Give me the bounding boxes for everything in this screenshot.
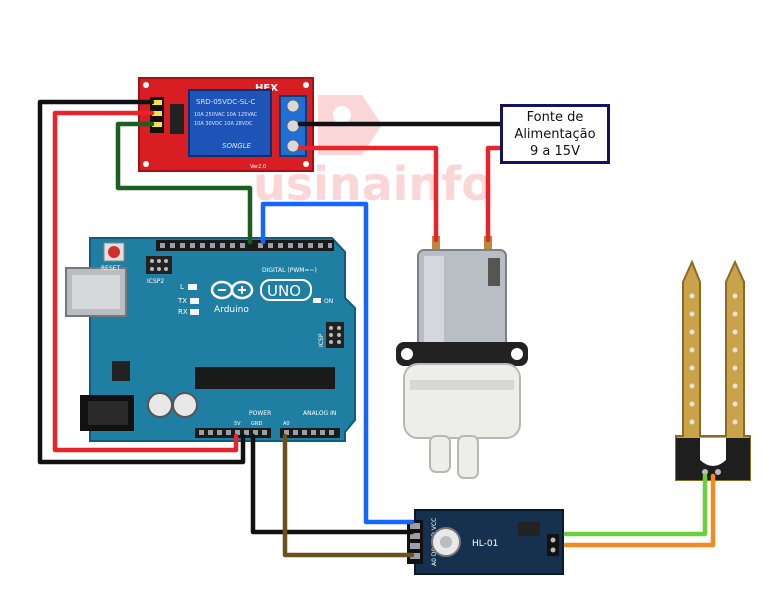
pump-head — [403, 363, 521, 439]
watermark-logo-head — [333, 106, 351, 124]
screw-3 — [286, 139, 300, 153]
led-tx-label: TX — [177, 297, 187, 305]
wire-red-relay-pump — [297, 145, 439, 243]
pump-flange-hole-1 — [401, 348, 413, 360]
power-label: POWER — [249, 410, 271, 417]
icsp2-label: ICSP2 — [147, 278, 164, 285]
led-l-label: L — [180, 283, 184, 291]
arduino-logo — [210, 280, 254, 300]
relay-cube — [188, 89, 272, 157]
water-pump — [396, 236, 528, 479]
sensor-pot-knob — [440, 536, 452, 548]
probe-pin-1 — [702, 469, 708, 475]
wire-green-relay-signal — [115, 121, 253, 245]
arduino-pcb — [89, 237, 356, 442]
arduino-uno-board: RESET ICSP2 DIGITAL (PWM=~) L TX RX — [65, 237, 356, 442]
reset-label: RESET — [101, 265, 121, 272]
sensor-out-pin-1 — [550, 537, 556, 543]
power-header-pins — [199, 430, 267, 435]
relay-hole-2 — [303, 82, 309, 88]
relay-rating-1: 10A 250VAC 10A 125VAC — [194, 112, 258, 118]
capacitor-1 — [147, 392, 173, 418]
analog-header — [280, 428, 340, 438]
sensor-label: HL-01 — [472, 539, 498, 549]
relay-maker: SONGLE — [222, 142, 252, 150]
pin-gnd-label: GND — [251, 421, 263, 427]
probe-pcb — [675, 259, 751, 481]
relay-brand: HEX — [255, 83, 278, 94]
relay-module: HEX SRD-05VDC-SL-C 10A 250VAC 10A 125VAC… — [138, 77, 314, 172]
soil-moisture-probe — [675, 259, 751, 481]
atmega-chip — [195, 367, 335, 389]
sensor-output-header — [547, 534, 559, 556]
icsp-label: ICSP — [318, 333, 325, 347]
led-rx — [190, 309, 199, 315]
relay-version: Ver2.0 — [250, 164, 266, 170]
probe-pin-2 — [715, 469, 721, 475]
power-jack-inner — [88, 401, 128, 425]
on-label: ON — [324, 298, 333, 305]
digital-label: DIGITAL (PWM=~) — [262, 267, 317, 274]
analog-label: ANALOG IN — [303, 410, 336, 417]
digital-header-pins — [160, 243, 332, 248]
relay-optocoupler — [170, 104, 184, 134]
pin-a0-label: A0 — [283, 421, 290, 427]
uno-badge — [260, 279, 312, 301]
wire-blue-sensor-vcc — [260, 201, 415, 525]
usb-connector-inner — [72, 275, 120, 309]
pump-terminal-right — [484, 236, 492, 256]
relay-hole-4 — [303, 161, 309, 167]
relay-model-text: SRD-05VDC-SL-C — [196, 98, 255, 106]
pump-flange-hole-2 — [511, 348, 523, 360]
pump-terminal-left — [432, 236, 440, 256]
reset-button-cap — [108, 246, 120, 258]
icsp-header — [326, 322, 344, 348]
led-l — [188, 284, 197, 290]
wire-orange-probe — [563, 473, 716, 548]
pump-outlet-left — [429, 435, 451, 473]
wire-brown-sensor-a0 — [282, 433, 415, 558]
screw-1 — [286, 99, 300, 113]
wire-red-relay-5v — [52, 110, 239, 453]
hl01-sensor-module: A0 D0 GND VCC HL-01 — [407, 509, 564, 575]
uno-label: UNO — [267, 282, 301, 300]
screw-2 — [286, 119, 300, 133]
sensor-comparator-chip — [518, 522, 540, 536]
power-header — [195, 428, 271, 438]
on-led — [313, 298, 321, 303]
relay-rating-2: 10A 30VDC 10A 28VDC — [194, 121, 253, 127]
arduino-logo-text: Arduino — [214, 305, 249, 315]
analog-header-pins — [284, 430, 334, 435]
pump-head-ridge — [410, 380, 514, 390]
sensor-header-pins — [410, 523, 420, 559]
relay-hole-3 — [143, 161, 149, 167]
wire-red-psu-pump — [485, 145, 506, 243]
pump-outlet-right — [457, 435, 479, 479]
power-supply-box: Fonte de Alimentação 9 a 15V — [500, 104, 610, 164]
power-supply-line-1: Fonte de — [526, 109, 584, 125]
wire-lime-probe — [563, 473, 708, 537]
voltage-regulator — [112, 361, 130, 381]
pump-flange — [396, 342, 528, 366]
power-supply-line-3: 9 a 15V — [530, 143, 580, 159]
wire-black-relay-gnd — [37, 99, 246, 465]
wire-black-sensor-gnd — [250, 433, 415, 535]
led-tx — [190, 298, 199, 304]
power-supply-line-2: Alimentação — [514, 126, 596, 142]
probe-traces — [689, 293, 738, 425]
probe-slot — [700, 438, 726, 466]
led-rx-label: RX — [178, 308, 188, 316]
capacitor-2 — [172, 392, 198, 418]
relay-hole-1 — [143, 82, 149, 88]
pump-motor-slot — [488, 258, 500, 286]
icsp2-header — [146, 256, 172, 274]
pump-motor-highlight — [424, 256, 444, 344]
sensor-out-pin-2 — [550, 547, 556, 553]
pin-5v-label: 5V — [234, 421, 241, 427]
